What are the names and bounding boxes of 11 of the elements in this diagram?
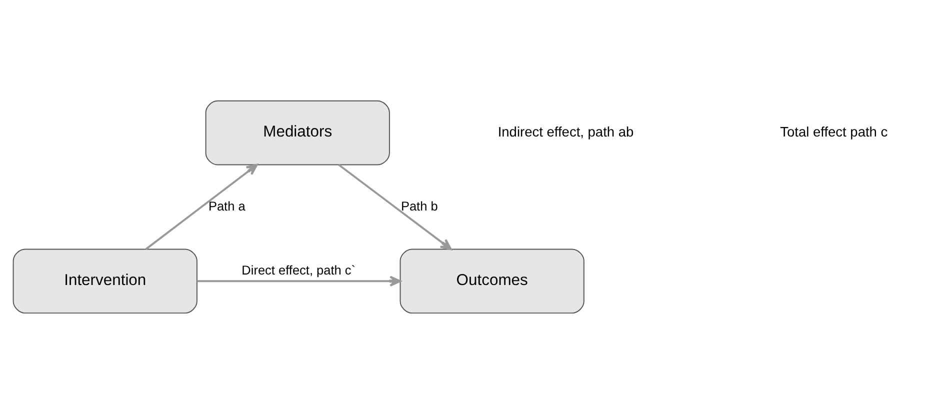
label: Total effect path c xyxy=(780,124,888,140)
node-box: Intervention xyxy=(12,248,198,314)
arrow xyxy=(197,276,402,287)
arrow xyxy=(338,164,452,250)
edge-label: Direct effect, path c` xyxy=(242,262,356,278)
label: Indirect effect, path ab xyxy=(498,124,634,140)
edge-label: Path a xyxy=(208,198,246,214)
edge-label: Path b xyxy=(400,198,438,214)
node-box: Mediators xyxy=(205,100,390,166)
arrow xyxy=(145,164,258,250)
node-box: Outcomes xyxy=(400,248,584,314)
